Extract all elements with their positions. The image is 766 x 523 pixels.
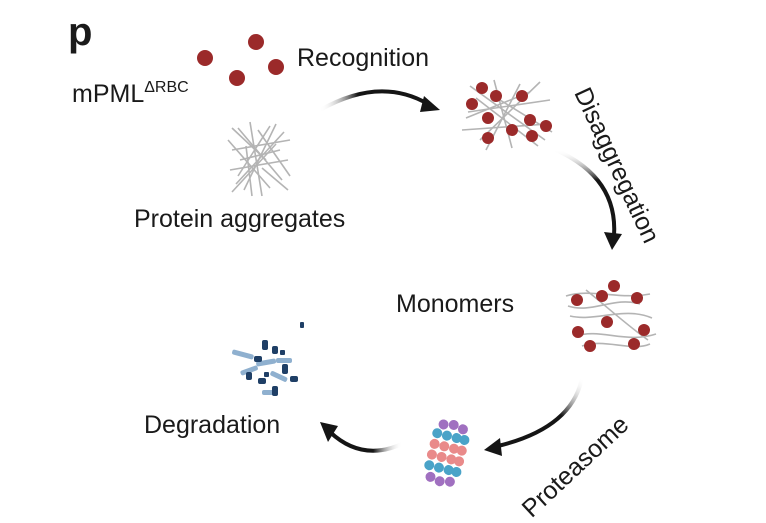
proteasome-arrow [484, 376, 584, 456]
mpml-protein-dots [197, 34, 284, 86]
monomers-graphic [565, 280, 657, 352]
monomers-label: Monomers [396, 290, 515, 318]
disaggregation-arrow [554, 148, 622, 250]
recognized-aggregate [461, 79, 553, 151]
mpml-label-superscript: ΔRBC [144, 79, 189, 96]
proteasome-graphic [424, 419, 470, 487]
degradation-fragments [232, 322, 304, 396]
panel-label: p [68, 10, 93, 54]
degradation-label: Degradation [144, 411, 281, 439]
mpml-label: mPMLΔRBC [72, 79, 189, 108]
mpml-label-base: mPML [72, 80, 145, 108]
degradation-arrow [320, 422, 404, 453]
protein-aggregates-label: Protein aggregates [134, 205, 346, 233]
protein-aggregate-tangle [227, 121, 291, 197]
recognition-arrow [318, 89, 440, 112]
recognition-label: Recognition [297, 44, 430, 72]
